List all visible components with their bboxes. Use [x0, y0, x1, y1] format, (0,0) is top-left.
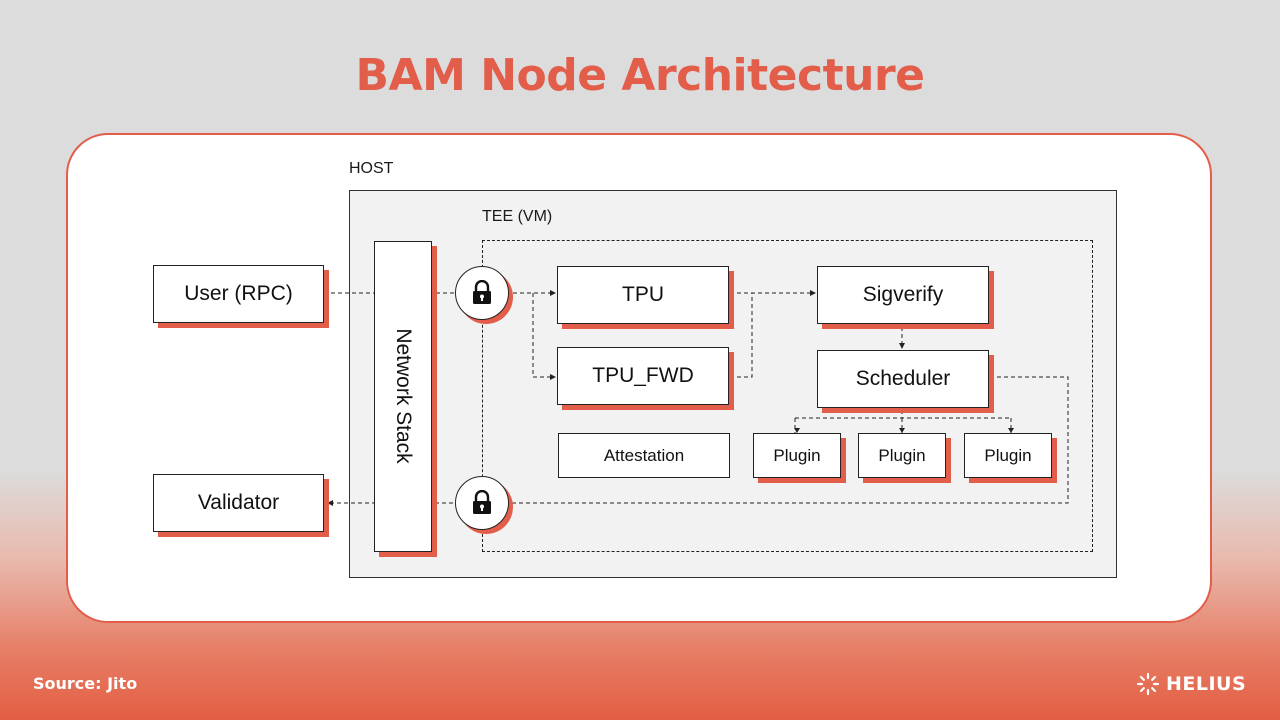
user-rpc-node: User (RPC)	[153, 265, 324, 323]
helius-logo-icon	[1136, 672, 1160, 696]
tpu-node: TPU	[557, 266, 729, 324]
plugin-node: Plugin	[964, 433, 1052, 478]
tee-box	[482, 240, 1093, 552]
brand-name: HELIUS	[1166, 673, 1247, 695]
tee-label: TEE (VM)	[482, 208, 553, 225]
helius-brand: HELIUS	[1136, 672, 1246, 696]
host-label: HOST	[349, 160, 394, 177]
edge-scheduler-to-validator	[327, 376, 1069, 506]
plugin-node: Plugin	[858, 433, 946, 478]
validator-node: Validator	[153, 474, 324, 532]
edge-tpu-to-tpufwd	[532, 293, 556, 380]
plugin-node: Plugin	[753, 433, 841, 478]
page-title: BAM Node Architecture	[355, 50, 926, 101]
source-caption: Source: Jito	[33, 674, 138, 693]
attestation-node: Attestation	[558, 433, 730, 478]
edge-scheduler-to-plugins	[794, 410, 1012, 433]
network-stack-node	[374, 241, 432, 552]
edge-tpufwd-join	[737, 293, 753, 378]
sigverify-node: Sigverify	[817, 266, 989, 324]
scheduler-node: Scheduler	[817, 350, 989, 408]
network-stack-label: Network Stack	[392, 328, 415, 464]
tpu-fwd-node: TPU_FWD	[557, 347, 729, 405]
lock-icon	[455, 266, 509, 320]
lock-icon	[455, 476, 509, 530]
